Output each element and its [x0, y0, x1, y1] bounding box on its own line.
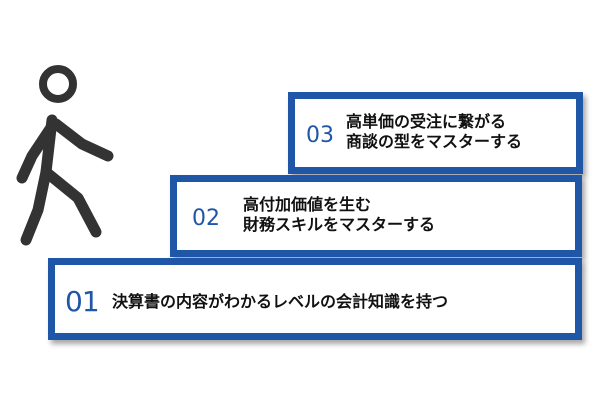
step-number: 02	[192, 206, 220, 231]
step-number: 01	[65, 285, 100, 318]
step-03-box: 03 高単価の受注に繋がる 商談の型をマスターする	[288, 92, 583, 174]
step-01-box: 01 決算書の内容がわかるレベルの会計知識を持つ	[48, 258, 582, 340]
step-text-line: 決算書の内容がわかるレベルの会計知識を持つ	[112, 292, 449, 311]
step-02-box: 02 高付加価値を生む 財務スキルをマスターする	[170, 175, 582, 257]
step-text-line: 商談の型をマスターする	[346, 131, 523, 151]
step-text-line: 高単価の受注に繋がる	[346, 112, 507, 131]
walking-person-icon	[8, 60, 128, 250]
step-text: 高単価の受注に繋がる 商談の型をマスターする	[346, 112, 522, 151]
step-text-line: 高付加価値を生む	[243, 195, 372, 214]
step-text: 高付加価値を生む 財務スキルをマスターする	[243, 195, 435, 234]
step-text-line: 財務スキルをマスターする	[243, 214, 436, 234]
step-text: 決算書の内容がわかるレベルの会計知識を持つ	[112, 292, 448, 312]
step-number: 03	[306, 123, 334, 148]
